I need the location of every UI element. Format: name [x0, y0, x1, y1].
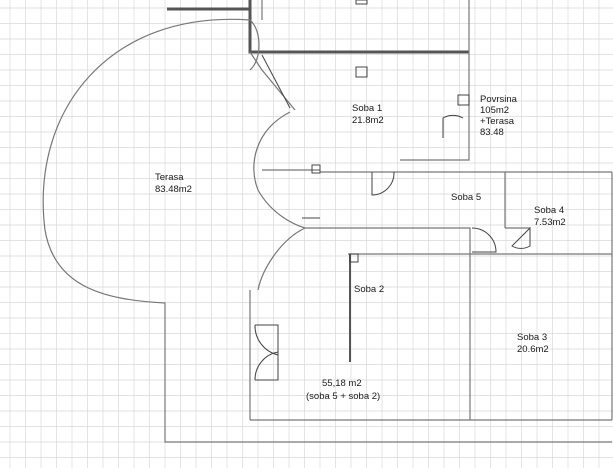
fixtures [311, 0, 470, 263]
label-combined-area: 55,18 m2 (soba 5 + soba 2) [306, 378, 380, 402]
room-labels: Terasa 83.48m2 Soba 1 21.8m2 Povrsina 10… [155, 94, 567, 402]
label-soba-2: Soba 2 [354, 284, 384, 295]
doors [254, 54, 531, 381]
label-soba-1: Soba 1 21.8m2 [352, 103, 385, 126]
label-soba-5: Soba 5 [451, 192, 481, 203]
walls [42, 0, 613, 443]
label-soba-3: Soba 3 20.6m2 [517, 332, 550, 355]
label-povrsina: Povrsina 105m2 +Terasa 83.48 [480, 94, 520, 138]
label-terasa: Terasa 83.48m2 [155, 172, 192, 195]
label-soba-4: Soba 4 7.53m2 [534, 205, 567, 228]
